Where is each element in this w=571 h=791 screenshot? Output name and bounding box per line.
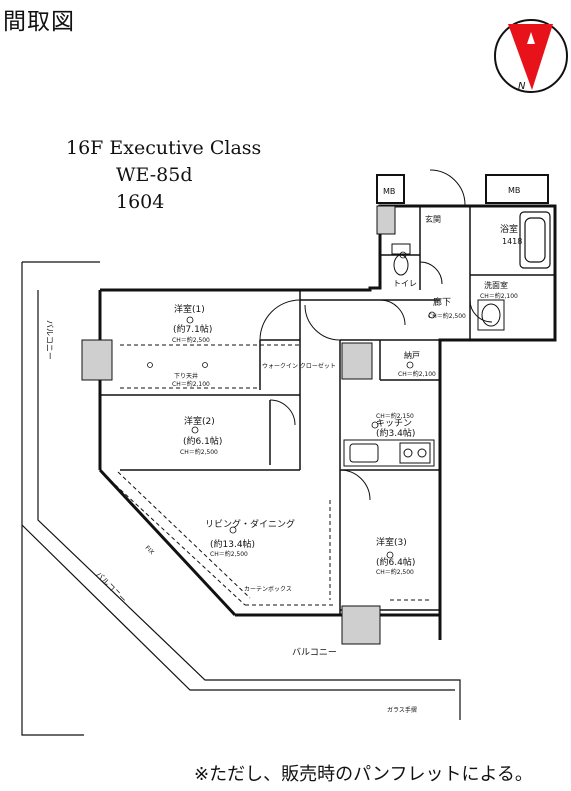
lower-ceiling-1-ch: CH＝約2,100 bbox=[172, 380, 210, 388]
glass-rail-label: ガラス手摺 bbox=[387, 706, 417, 714]
fixtures bbox=[343, 243, 505, 467]
storage-label: 納戸 bbox=[404, 350, 420, 360]
hallway-ch: CH＝約2,500 bbox=[428, 312, 466, 320]
plan-type: WE-85d bbox=[116, 164, 193, 186]
footnote: ※ただし、販売時のパンフレットによる。 bbox=[194, 764, 533, 785]
columns bbox=[81, 205, 396, 645]
north-label: N bbox=[518, 81, 526, 92]
western2-ch: CH＝約2,500 bbox=[180, 448, 218, 456]
door-swings bbox=[259, 169, 493, 501]
kitchen-ch: CH＝約2,150 bbox=[376, 412, 414, 420]
compass-icon: N bbox=[494, 19, 568, 93]
interior-walls bbox=[100, 206, 555, 615]
hallway-label: 廊下 bbox=[433, 296, 451, 308]
western3-label: 洋室(3) bbox=[376, 536, 407, 548]
balcony-outline bbox=[21, 261, 461, 736]
outer-walls bbox=[98, 204, 557, 640]
kitchen-counter bbox=[343, 439, 435, 467]
living-size: (約13.4帖) bbox=[210, 538, 255, 550]
mb-label-1: MB bbox=[383, 187, 395, 196]
curtain-box-label: カーテンボックス bbox=[244, 585, 292, 593]
north-arrow-icon bbox=[508, 24, 553, 90]
western3-size: (約6.4帖) bbox=[376, 556, 415, 568]
bathtub-icon bbox=[519, 211, 551, 269]
toilet-label: トイレ bbox=[393, 279, 417, 288]
fix-label: FIX bbox=[144, 544, 156, 556]
western1-ch: CH＝約2,500 bbox=[172, 336, 210, 344]
mb-label-2: MB bbox=[508, 186, 520, 195]
washroom-label: 洗面室 bbox=[484, 280, 508, 290]
room-labels: 洋室(1) (約7.1帖) CH＝約2,500 ウォークイン クローゼット 下り… bbox=[45, 214, 522, 714]
mb-boxes bbox=[376, 174, 549, 204]
living-label: リビング・ダイニング bbox=[205, 518, 295, 530]
bath-label: 浴室 bbox=[500, 223, 518, 235]
lower-ceiling-1: 下り天井 bbox=[174, 372, 198, 380]
page-title: 間取図 bbox=[3, 9, 75, 35]
western2-size: (約6.1帖) bbox=[183, 435, 222, 447]
western2-label: 洋室(2) bbox=[184, 415, 215, 427]
balcony-left-label: バルコニー bbox=[45, 320, 54, 360]
toilet-icon bbox=[393, 254, 409, 276]
floor-class: 16F Executive Class bbox=[66, 137, 262, 159]
entrance-label: 玄関 bbox=[425, 214, 441, 224]
storage-ch: CH＝約2,100 bbox=[398, 370, 436, 378]
balcony-bottom-label: バルコニー bbox=[292, 647, 337, 658]
sink-icon bbox=[349, 443, 379, 463]
bath-size: 1418 bbox=[502, 237, 522, 246]
washbasin-icon bbox=[477, 299, 505, 331]
living-ch: CH＝約2,500 bbox=[210, 550, 248, 558]
kitchen-size: (約3.4帖) bbox=[376, 427, 415, 439]
curtain-lines bbox=[109, 344, 430, 606]
ceiling-lights bbox=[147, 251, 436, 559]
western3-ch: CH＝約2,500 bbox=[376, 568, 414, 576]
kitchen-label: キッチン bbox=[376, 418, 412, 429]
western1-size: (約7.1帖) bbox=[173, 323, 212, 335]
walkin-label: ウォークイン クローゼット bbox=[262, 362, 336, 370]
unit-info: 16F Executive Class WE-85d 1604 bbox=[66, 135, 261, 216]
unit-number: 1604 bbox=[116, 191, 165, 213]
washroom-ch: CH＝約2,100 bbox=[480, 292, 518, 300]
balcony-diag-label: バルコニー bbox=[94, 570, 129, 605]
western1-label: 洋室(1) bbox=[174, 303, 205, 315]
